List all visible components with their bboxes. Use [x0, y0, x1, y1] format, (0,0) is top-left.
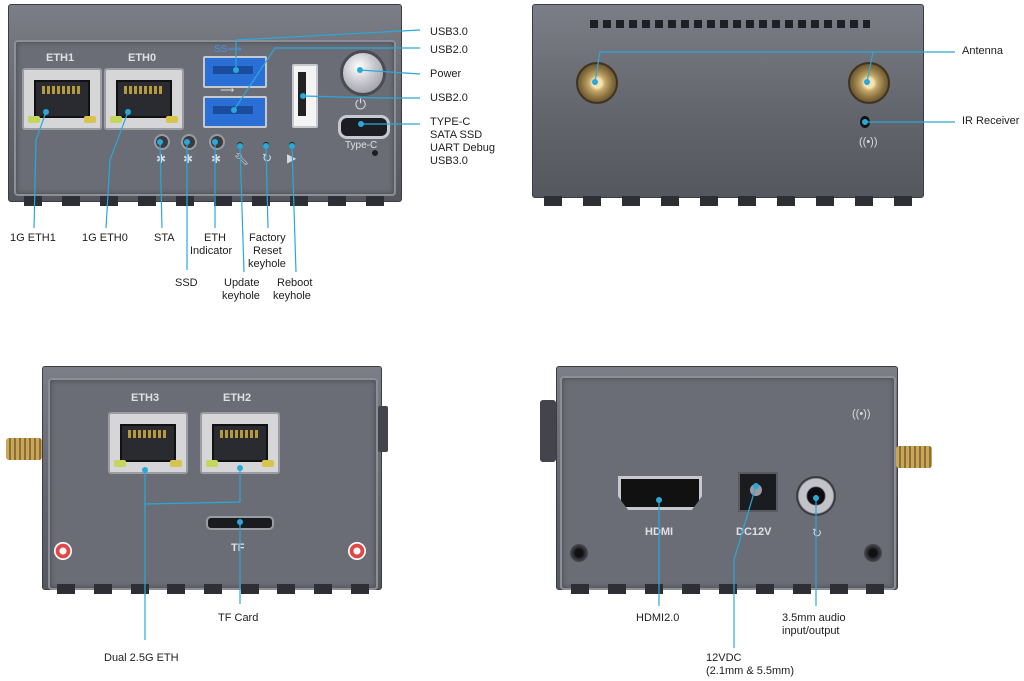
- callout-hdmi: HDMI2.0: [636, 612, 680, 624]
- callout-typec-line4: USB3.0: [430, 155, 468, 167]
- eth2-port-label: ETH2: [223, 392, 252, 404]
- rear-fins: [534, 196, 922, 206]
- power-button: [340, 50, 386, 96]
- side-left-fins: [48, 584, 378, 594]
- callout-typec-line3: UART Debug: [430, 142, 496, 154]
- screw-left: [54, 542, 72, 560]
- eth-indicator-icon: ✱: [211, 152, 222, 166]
- screw-left: [570, 544, 588, 562]
- wrench-icon: 🔧︎: [234, 152, 250, 166]
- vent-slots: [590, 20, 870, 28]
- eth3-port: [108, 412, 188, 474]
- eth3-port-label: ETH3: [131, 392, 160, 404]
- eth0-port-label: ETH0: [128, 52, 157, 64]
- callout-12vdc-1: 12VDC: [706, 652, 742, 664]
- callout-typec-line2: SATA SSD: [430, 129, 483, 141]
- callout-dual-eth: Dual 2.5G ETH: [104, 652, 179, 664]
- dc12v-port-label: DC12V: [736, 526, 772, 538]
- callout-eth-indicator-1: ETH: [204, 232, 226, 244]
- callout-factory-2: Reset: [253, 245, 282, 257]
- callout-power: Power: [430, 68, 462, 80]
- usb-symbol-icon: SS⟶: [214, 44, 242, 55]
- callout-tf-card: TF Card: [218, 612, 259, 624]
- side-left-clip: [378, 406, 388, 452]
- typec-port: [338, 115, 390, 139]
- eth2-port: [200, 412, 280, 474]
- side-panel-left-view: ETH3 ETH2 TF TF Card Dual 2.5G ETH: [0, 350, 520, 681]
- callout-ir-receiver: IR Receiver: [962, 115, 1020, 127]
- eth1-port-label: ETH1: [46, 52, 75, 64]
- callout-eth0: 1G ETH0: [82, 232, 128, 244]
- rear-panel-view: ((•)) Antenna IR Receiver: [520, 0, 1024, 320]
- audio-icon: ↻: [812, 526, 823, 540]
- callout-eth1: 1G ETH1: [10, 232, 56, 244]
- wireless-icon: ((•)): [852, 408, 871, 420]
- reset-icon: ↻: [262, 151, 273, 165]
- callout-ssd: SSD: [175, 277, 198, 289]
- callout-usb30-top: USB3.0: [430, 26, 468, 38]
- callout-audio-1: 3.5mm audio: [782, 612, 846, 624]
- wireless-icon: ((•)): [859, 136, 878, 148]
- callout-usb20-side: USB2.0: [430, 92, 468, 104]
- side-antenna-left: [6, 438, 42, 460]
- power-icon: ⏻: [355, 96, 367, 112]
- callout-factory-3: keyhole: [248, 258, 286, 270]
- side-panel-right-view: ((•)) HDMI DC12V ↻ HDMI2.0 12VDC (2.1mm …: [520, 350, 1024, 681]
- typec-pinhole: [372, 150, 378, 156]
- callout-usb20-top: USB2.0: [430, 44, 468, 56]
- front-fins: [14, 196, 394, 206]
- callout-update-2: keyhole: [222, 290, 260, 302]
- ssd-icon: ✱: [183, 152, 194, 166]
- callout-update-1: Update: [224, 277, 260, 289]
- callout-eth-indicator-2: Indicator: [190, 245, 233, 257]
- callout-reboot-2: keyhole: [273, 290, 311, 302]
- hdmi-port: [618, 476, 702, 510]
- callout-antenna: Antenna: [962, 45, 1003, 57]
- screw-right: [348, 542, 366, 560]
- callout-reboot-1: Reboot: [277, 277, 313, 289]
- side-antenna-right: [896, 446, 932, 468]
- screw-right: [864, 544, 882, 562]
- callout-audio-2: input/output: [782, 625, 840, 637]
- eth1-port: [22, 68, 102, 130]
- side-right-clip: [540, 400, 556, 462]
- callout-factory-1: Factory: [249, 232, 286, 244]
- callout-typec-line1: TYPE-C: [430, 116, 471, 128]
- typec-port-label: Type-C: [345, 140, 378, 151]
- tf-port-label: TF: [231, 542, 245, 554]
- usb-symbol-icon: ⟶: [220, 85, 235, 96]
- dc-jack-pin: [750, 484, 762, 496]
- front-panel-view: ETH1 ETH0 SS⟶ ⟶ ⏻ Type-C ✱ ✱ ✱ 🔧︎ ↻ ▶ US…: [0, 0, 520, 320]
- callout-12vdc-2: (2.1mm & 5.5mm): [706, 665, 795, 677]
- callout-sta: STA: [154, 232, 175, 244]
- side-right-fins: [562, 584, 894, 594]
- sta-icon: ✱: [156, 152, 167, 166]
- play-icon: ▶: [287, 151, 297, 165]
- side-right-face: [560, 376, 896, 590]
